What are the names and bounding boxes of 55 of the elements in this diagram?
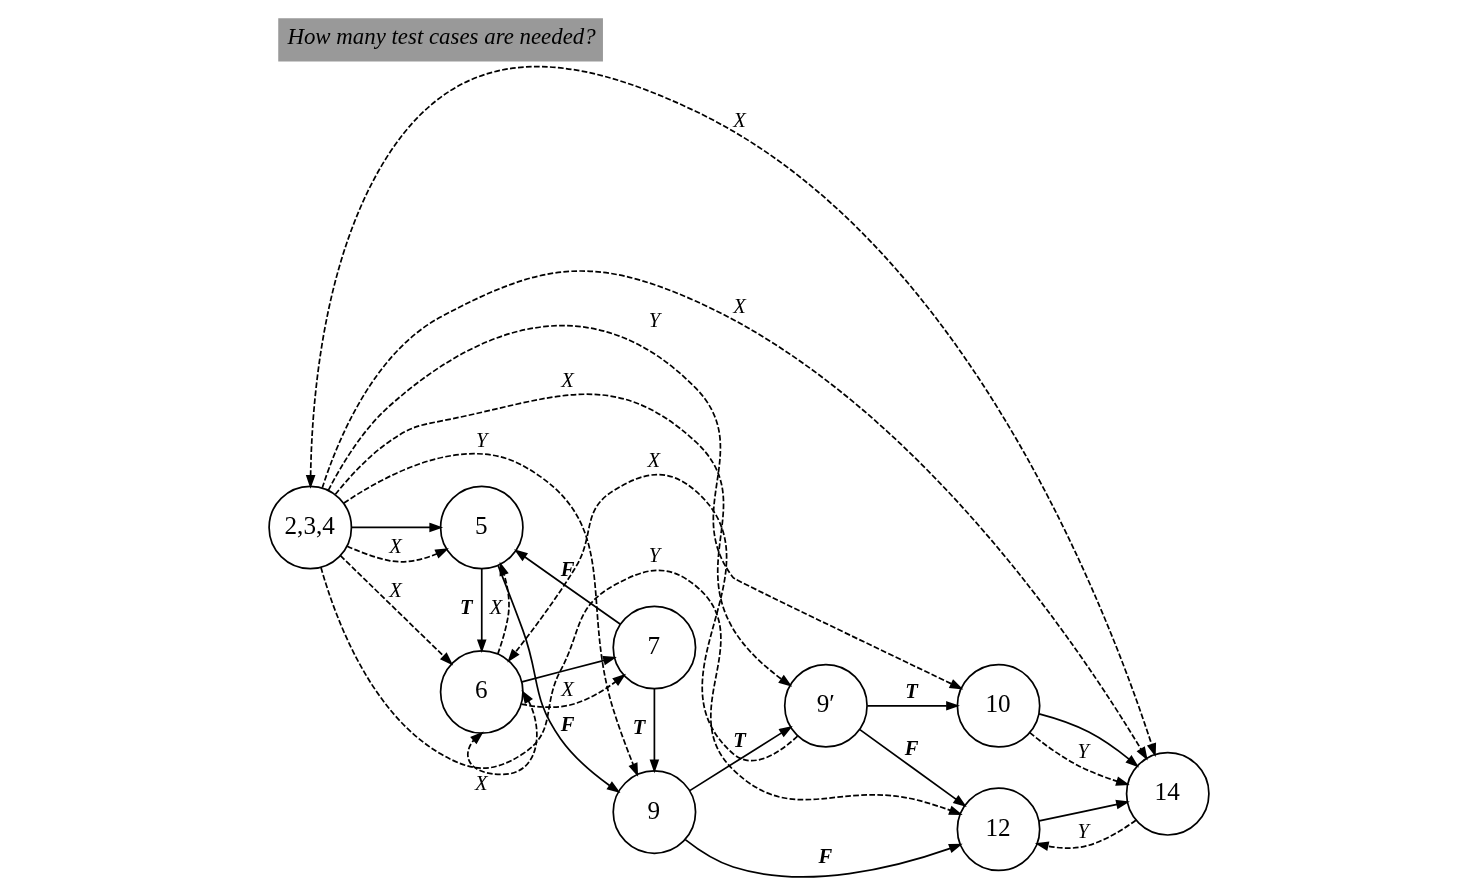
edge-label: X — [560, 368, 574, 391]
edge-label: X — [474, 771, 487, 794]
arrow — [496, 564, 620, 793]
edge-label: T — [459, 595, 473, 618]
arrow — [1037, 712, 1139, 768]
edge-label: F — [904, 736, 918, 759]
node-circle: 5 — [439, 484, 524, 569]
edge-label: Y — [1076, 819, 1089, 842]
edge-label: X — [560, 677, 574, 700]
edge-label: Y — [648, 308, 660, 331]
edge-label: X — [647, 448, 660, 471]
edge-label: T — [732, 728, 746, 751]
diagram-title: How many test cases are needed? — [286, 23, 596, 49]
edge-label: X — [489, 595, 502, 618]
edge-label: Y — [1076, 739, 1089, 762]
arrow — [476, 567, 487, 653]
arrow — [496, 561, 510, 655]
edge-label: F — [817, 844, 832, 867]
node-circle: 9 — [611, 769, 696, 854]
edge-label: X — [388, 534, 402, 557]
arrow — [334, 393, 792, 687]
arrow — [305, 65, 1156, 757]
edge-label: F — [560, 557, 574, 580]
arrow — [520, 673, 626, 708]
arrow — [520, 655, 617, 683]
arrow — [327, 324, 963, 689]
edge-label: Y — [648, 543, 660, 566]
arrow — [649, 687, 659, 773]
arrow — [1037, 799, 1130, 822]
arrow — [319, 565, 963, 815]
arrow — [858, 728, 967, 807]
edge-label: T — [904, 679, 918, 702]
arrow — [1034, 818, 1137, 851]
arrow — [339, 554, 453, 665]
edge-label: X — [732, 108, 746, 131]
node-circle: 9′ — [783, 663, 868, 748]
node-circle: 10 — [956, 663, 1041, 748]
arrow — [466, 689, 538, 775]
arrow — [345, 544, 449, 563]
arrow — [513, 548, 621, 625]
arrow — [320, 269, 1148, 760]
edge-label: X — [732, 294, 746, 317]
arrow — [688, 725, 793, 791]
edge-label: T — [632, 715, 645, 738]
edge-label: X — [388, 577, 402, 600]
arrow — [1028, 731, 1130, 786]
arrow — [342, 452, 638, 777]
edge-label: F — [560, 712, 574, 735]
arrow — [506, 473, 798, 761]
arrow — [350, 522, 443, 532]
node-circle: 2,3,4 — [267, 484, 352, 569]
node-circle: 12 — [956, 786, 1041, 871]
arrow — [683, 838, 963, 878]
arrow — [866, 700, 960, 711]
edge-label: Y — [475, 428, 487, 451]
